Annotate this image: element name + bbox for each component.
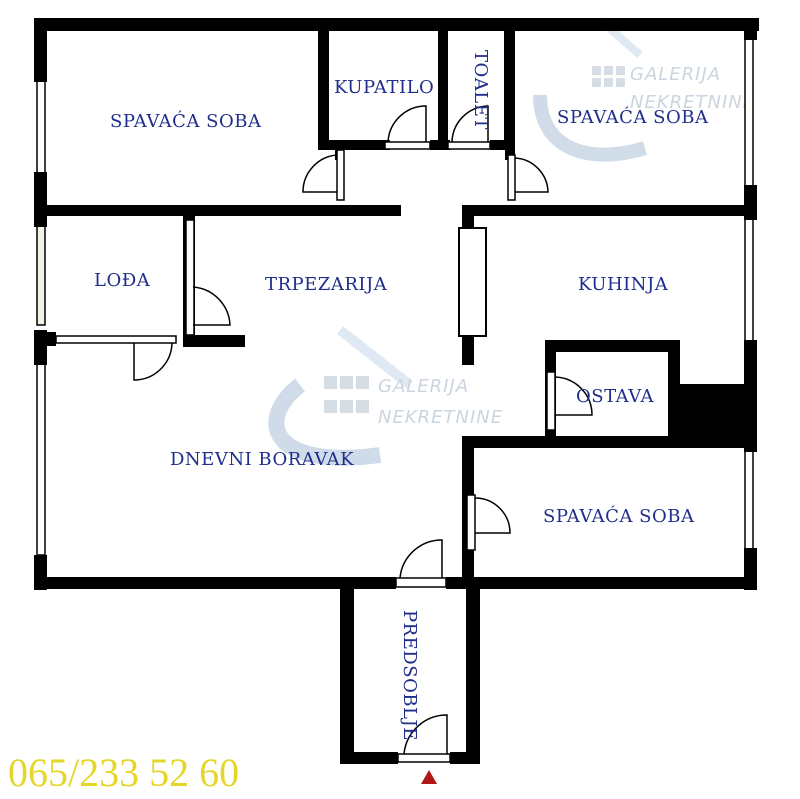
label-bedroom-top-left: SPAVAĆA SOBA — [110, 109, 262, 132]
walls — [34, 18, 759, 764]
label-pantry: OSTAVA — [576, 386, 654, 407]
doors — [55, 105, 593, 763]
label-bedroom-bottom-right: SPAVAĆA SOBA — [543, 504, 695, 527]
label-toilet: TOALET — [470, 50, 491, 130]
watermark-top-right: GALERIJA NEKRETNINE — [533, 16, 755, 162]
label-hallway: PREDSOBLJE — [399, 610, 420, 741]
watermark-text-line2: NEKRETNINE — [630, 92, 755, 113]
column — [458, 227, 487, 337]
watermark-center-line1: GALERIJA — [378, 376, 469, 397]
label-bedroom-top-right: SPAVAĆA SOBA — [557, 105, 709, 128]
phone-number: 065/233 52 60 — [8, 750, 239, 795]
label-living-room: DNEVNI BORAVAK — [170, 449, 354, 470]
label-loggia: LOĐA — [94, 270, 151, 291]
entrance-arrow-icon — [421, 770, 437, 784]
label-dining: TRPEZARIJA — [265, 274, 388, 295]
watermark-text-line1: GALERIJA — [630, 64, 721, 85]
watermark-center: GALERIJA NEKRETNINE — [268, 326, 503, 466]
watermark-center-line2: NEKRETNINE — [378, 407, 503, 428]
label-kitchen: KUHINJA — [578, 274, 669, 295]
label-bathroom: KUPATILO — [334, 77, 434, 98]
